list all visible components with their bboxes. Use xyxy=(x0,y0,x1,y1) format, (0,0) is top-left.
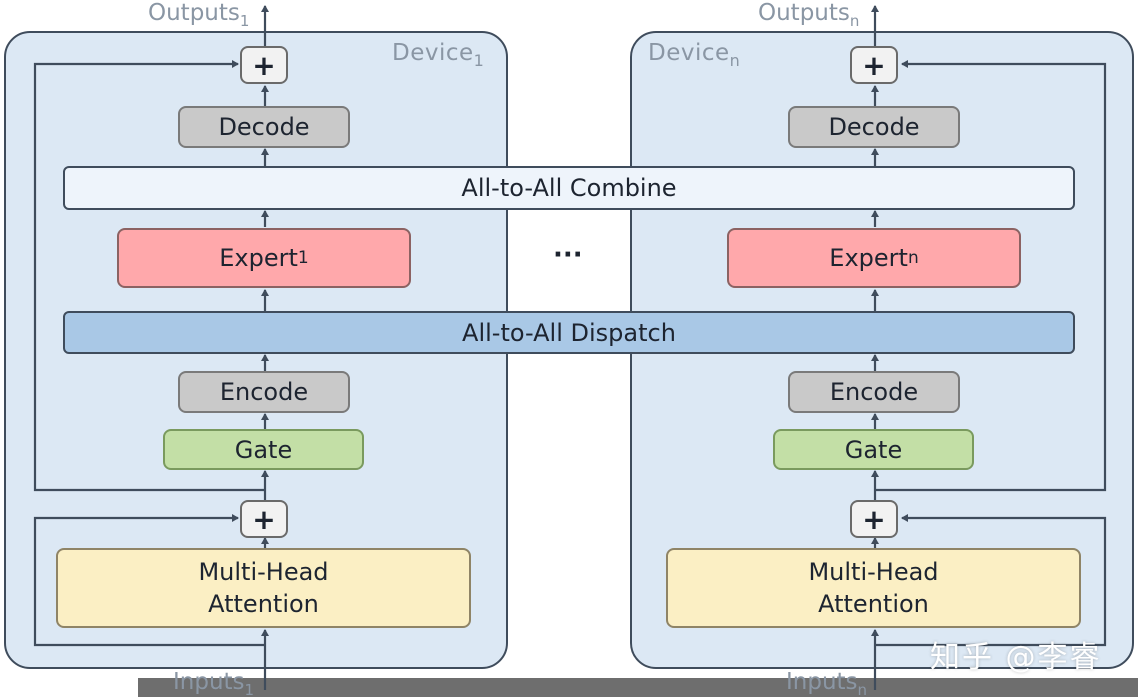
dn-residual-bottom xyxy=(875,514,1107,647)
device-n-attention: Multi-Head Attention xyxy=(666,548,1081,628)
device-1-output-label: Outputs1 xyxy=(148,0,250,30)
device-1-encode: Encode xyxy=(178,371,350,413)
device-n-output-label: Outputsn xyxy=(758,0,860,30)
all-to-all-combine-bar: All-to-All Combine xyxy=(63,166,1075,210)
d1-residual-top xyxy=(33,60,265,492)
device-1-decode: Decode xyxy=(178,106,350,148)
ellipsis: ··· xyxy=(553,240,583,270)
device-n-add-top: + xyxy=(850,46,898,84)
device-n-attention-line1: Multi-Head xyxy=(808,558,939,586)
d1-residual-bottom xyxy=(33,514,265,647)
device-1-attention: Multi-Head Attention xyxy=(56,548,471,628)
device-1-attention-line1: Multi-Head xyxy=(198,558,329,586)
dn-residual-top xyxy=(875,60,1107,492)
device-n-input-label: Inputsn xyxy=(786,669,868,699)
device-n-add-bottom: + xyxy=(850,500,898,538)
device-n-decode: Decode xyxy=(788,106,960,148)
device-1-attention-line2: Attention xyxy=(208,590,319,618)
watermark-text: 知乎 @李睿 xyxy=(930,640,1102,675)
device-1-label: Device1 xyxy=(392,40,485,70)
device-n-encode: Encode xyxy=(788,371,960,413)
device-n-attention-line2: Attention xyxy=(818,590,929,618)
device-1-gate: Gate xyxy=(163,429,364,470)
device-1-input-label: Inputs1 xyxy=(173,669,255,699)
device-n-gate: Gate xyxy=(773,429,974,470)
input-bar xyxy=(138,678,1138,697)
device-1-add-bottom: + xyxy=(240,500,288,538)
device-n-label: Devicen xyxy=(648,40,741,70)
all-to-all-dispatch-bar: All-to-All Dispatch xyxy=(63,311,1075,354)
device-1-add-top: + xyxy=(240,46,288,84)
